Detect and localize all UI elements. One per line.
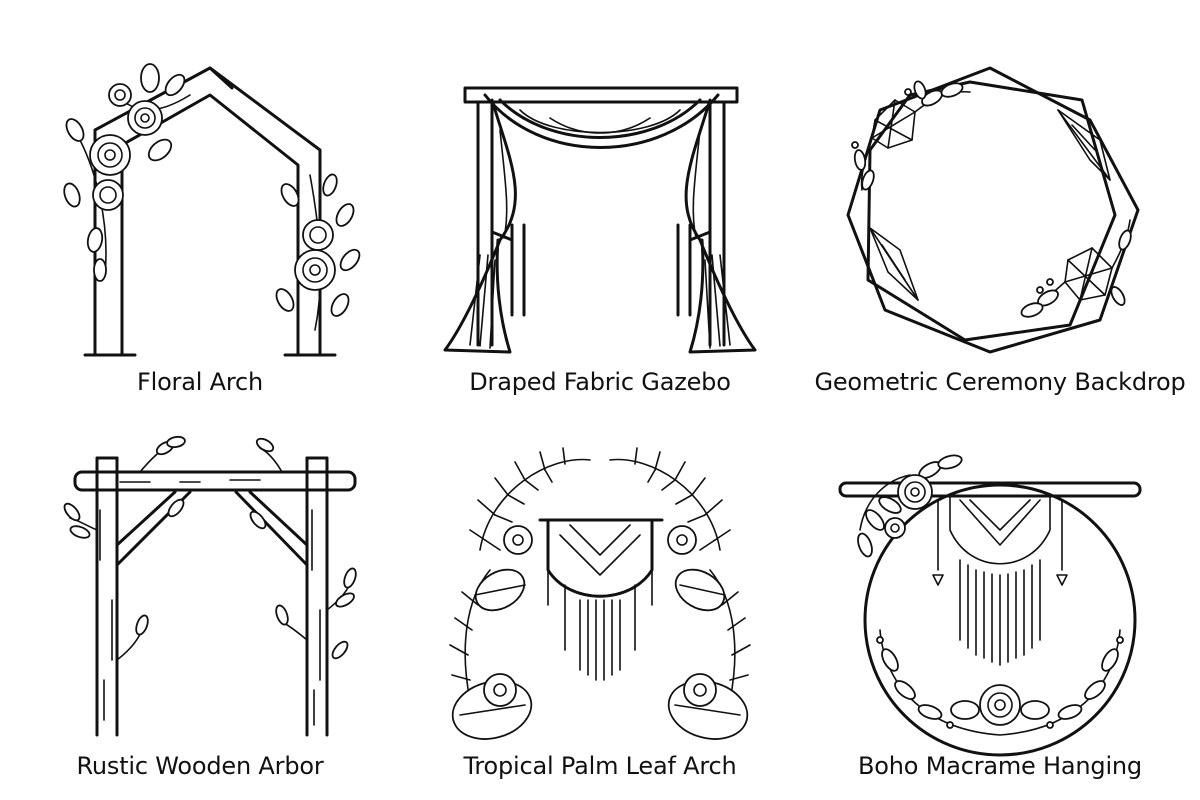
floral-arch-tile: Floral Arch: [0, 0, 400, 400]
tropical-arch-tile: Tropical Palm Leaf Arch: [400, 400, 800, 800]
rustic-arbor-illustration: [63, 435, 357, 737]
item-label: Floral Arch: [137, 368, 263, 396]
rustic-arbor-tile: Rustic Wooden Arbor: [0, 400, 400, 800]
item-label: Boho Macrame Hanging: [858, 752, 1142, 780]
item-label: Tropical Palm Leaf Arch: [463, 752, 737, 780]
item-label: Draped Fabric Gazebo: [469, 368, 731, 396]
geometric-backdrop-tile: Geometric Ceremony Backdrop: [800, 0, 1200, 400]
item-label: Rustic Wooden Arbor: [76, 752, 324, 780]
draped-gazebo-tile: Draped Fabric Gazebo: [400, 0, 800, 400]
item-label: Geometric Ceremony Backdrop: [814, 368, 1186, 396]
geometric-backdrop-illustration: [846, 66, 1140, 354]
floral-arch-illustration: [63, 63, 361, 357]
draped-gazebo-illustration: [443, 86, 757, 354]
boho-macrame-illustration: [838, 454, 1142, 757]
boho-macrame-tile: Boho Macrame Hanging: [800, 400, 1200, 800]
tropical-arch-illustration: [449, 447, 751, 740]
